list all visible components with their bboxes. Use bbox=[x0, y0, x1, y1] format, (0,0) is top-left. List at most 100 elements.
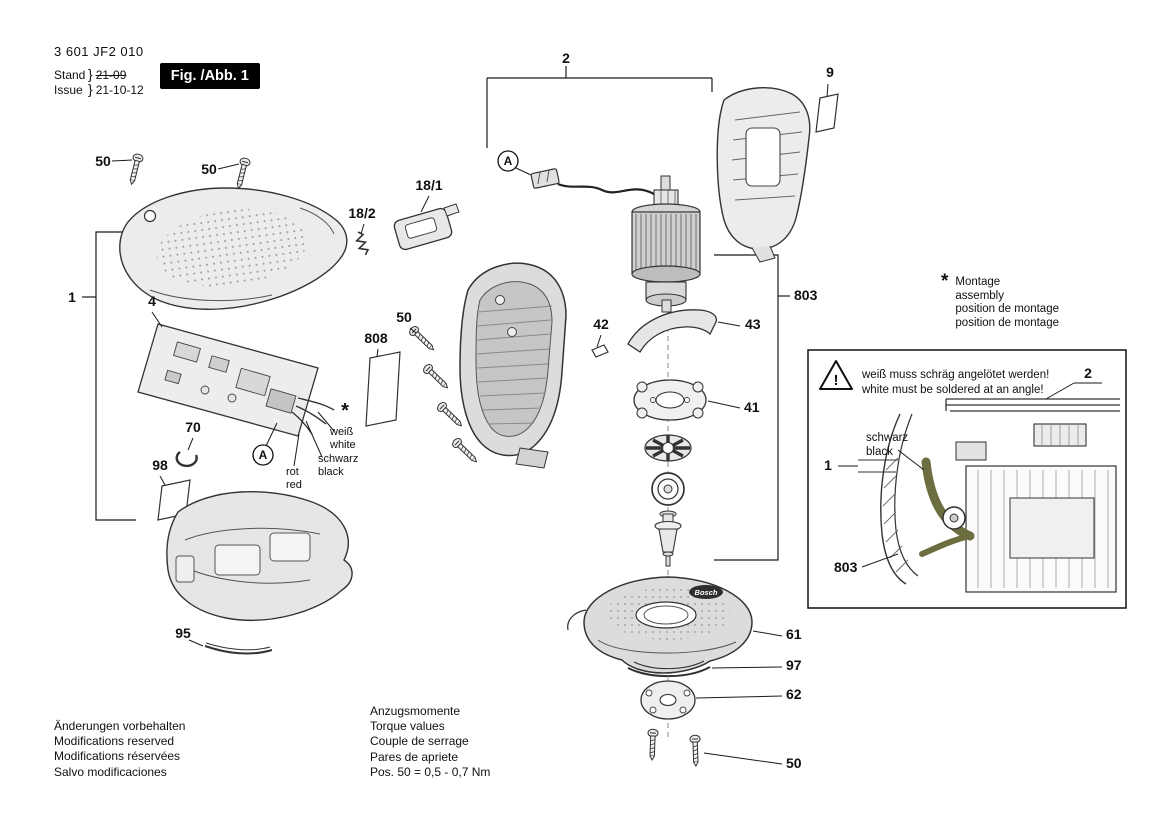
modifications-note: Änderungen vorbehalten Modifications res… bbox=[54, 719, 185, 780]
assembly-bracket-part803 bbox=[714, 254, 790, 561]
callout-18-2: 18/2 bbox=[348, 205, 375, 221]
callout-1: 1 bbox=[68, 289, 76, 305]
note-line: Salvo modificaciones bbox=[54, 764, 167, 779]
inset-leaders bbox=[838, 382, 1102, 568]
montage-note: * Montage assembly position de montage p… bbox=[941, 271, 1059, 330]
inset-callout-803: 803 bbox=[834, 559, 858, 575]
part-base-housing-61: Bosch bbox=[567, 576, 753, 674]
wire-label-weiss: weiß bbox=[329, 426, 354, 438]
wire-label-rot: rot bbox=[286, 466, 299, 478]
inset-label-schwarz: schwarz bbox=[866, 432, 908, 444]
callout-808: 808 bbox=[364, 330, 388, 346]
warning-icon: ! bbox=[819, 360, 853, 390]
callout-42: 42 bbox=[593, 316, 609, 332]
issue-label: Issue bbox=[54, 83, 83, 97]
part-fan bbox=[644, 434, 692, 462]
issue-value: 21-10-12 bbox=[95, 83, 144, 97]
leader-lines bbox=[111, 83, 829, 765]
part-bearing bbox=[651, 472, 685, 506]
inset-callout-2: 2 bbox=[1084, 365, 1092, 381]
part-baffle-43 bbox=[627, 309, 718, 353]
note-line: assembly bbox=[955, 289, 1004, 302]
callout-50-top-right: 50 bbox=[201, 161, 217, 177]
callout-18-1: 18/1 bbox=[415, 177, 442, 193]
inset-callout-1: 1 bbox=[824, 457, 832, 473]
callout-50-top-left: 50 bbox=[95, 153, 111, 169]
inset-warning-de: weiß muss schräg angelötet werden! bbox=[861, 369, 1049, 381]
callout-9: 9 bbox=[826, 64, 834, 80]
note-line: Modifications réservées bbox=[54, 749, 181, 764]
callout-62: 62 bbox=[786, 686, 802, 702]
callout-50-bottom: 50 bbox=[786, 755, 802, 771]
svg-text:A: A bbox=[504, 154, 513, 168]
wire-label-red: red bbox=[286, 479, 302, 491]
revision-rows: Stand } 21-09 Issue } 21-10-12 bbox=[54, 66, 144, 97]
svg-text:!: ! bbox=[834, 372, 839, 389]
asterisk-marker: * bbox=[941, 271, 949, 292]
montage-note-lines: Montage assembly position de montage pos… bbox=[955, 276, 1059, 330]
svg-text:A: A bbox=[259, 448, 268, 462]
note-line: position de montage bbox=[955, 303, 1059, 315]
screw-top-left bbox=[126, 152, 145, 186]
inset-drawing bbox=[858, 398, 1120, 593]
brand-logo: Bosch bbox=[695, 588, 718, 597]
inset-wire-highlight bbox=[921, 457, 975, 541]
inset-label-black: black bbox=[866, 446, 893, 458]
part-washer-97 bbox=[627, 660, 711, 678]
stand-label: Stand bbox=[54, 68, 86, 82]
callout-95: 95 bbox=[175, 625, 191, 641]
wire-label-black: black bbox=[318, 466, 344, 478]
stand-value: 21-09 bbox=[95, 68, 127, 82]
part-armature bbox=[631, 175, 701, 313]
callout-61: 61 bbox=[786, 626, 802, 642]
part-spindle bbox=[654, 510, 682, 567]
note-line: Pares de apriete bbox=[370, 749, 459, 764]
assembly-line-part2 bbox=[486, 66, 713, 148]
detail-marker-a-top: A bbox=[497, 150, 519, 172]
part-bottom-housing bbox=[166, 491, 353, 621]
note-line: Couple de serrage bbox=[370, 734, 469, 749]
callout-98: 98 bbox=[152, 457, 168, 473]
callout-803: 803 bbox=[794, 287, 818, 303]
inset-grommet-center bbox=[949, 513, 959, 523]
part-plug-wire bbox=[530, 168, 655, 195]
note-line: Montage bbox=[955, 276, 1001, 288]
part-spring-18-2 bbox=[354, 231, 370, 256]
callout-97: 97 bbox=[786, 657, 802, 673]
note-line: position de montage bbox=[955, 316, 1059, 329]
screws-bottom bbox=[646, 728, 702, 767]
part-top-housing-cover bbox=[119, 187, 348, 310]
callout-70: 70 bbox=[185, 419, 201, 435]
part-flange-41 bbox=[633, 379, 707, 421]
part-bracket-18-1 bbox=[393, 203, 460, 251]
callout-50-mid: 50 bbox=[396, 309, 412, 325]
brace: } bbox=[88, 66, 93, 82]
part-rear-cover bbox=[716, 87, 811, 263]
part-flange-62 bbox=[640, 680, 696, 720]
inset-detail-box: ! weiß muss schräg angelötet werden! whi… bbox=[807, 349, 1127, 609]
figure-label: Fig. /Abb. 1 bbox=[159, 63, 260, 89]
part-clip-42 bbox=[591, 344, 609, 358]
assembly-bracket-part1 bbox=[82, 231, 136, 521]
screw-top-right bbox=[233, 156, 252, 190]
callout-41: 41 bbox=[744, 399, 760, 415]
part-pad-808 bbox=[365, 351, 401, 427]
wire-label-white: white bbox=[329, 439, 356, 451]
part-pad-9 bbox=[815, 93, 839, 133]
inset-warning-en: white must be soldered at an angle! bbox=[861, 384, 1044, 396]
part-clip-70 bbox=[175, 451, 198, 468]
part-motor-housing bbox=[459, 262, 567, 469]
part-circuit-board bbox=[137, 323, 335, 437]
inset-wire-highlight-tail bbox=[919, 533, 973, 557]
callout-43: 43 bbox=[745, 316, 761, 332]
part-strip-95 bbox=[204, 642, 273, 655]
note-line: Torque values bbox=[370, 719, 445, 734]
note-line: Pos. 50 = 0,5 - 0,7 Nm bbox=[370, 764, 491, 779]
brace: } bbox=[88, 81, 93, 97]
callout-2: 2 bbox=[562, 50, 570, 66]
note-line: Anzugsmomente bbox=[370, 704, 461, 718]
wire-label-schwarz: schwarz bbox=[318, 453, 358, 465]
note-line: Änderungen vorbehalten bbox=[54, 719, 186, 733]
